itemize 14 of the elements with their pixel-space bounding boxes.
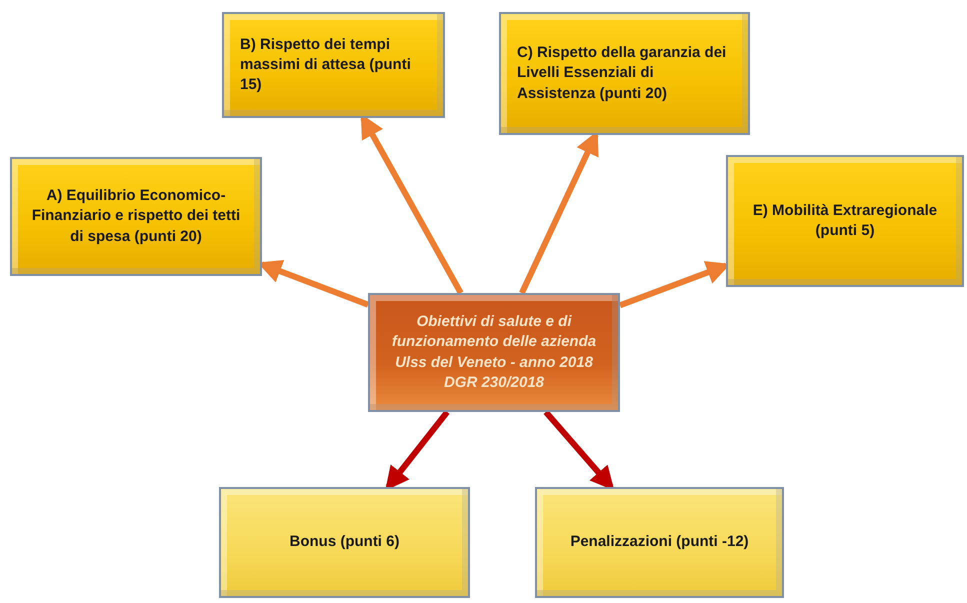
text-box xyxy=(368,293,620,412)
text-box xyxy=(10,157,262,276)
text-box xyxy=(535,487,784,598)
text-box xyxy=(726,155,964,287)
box-label: C) Rispetto della garanzia dei Livelli Essenziali di Assistenza (punti 20) xyxy=(517,43,728,104)
box-label: Penalizzazioni (punti -12) xyxy=(570,532,749,552)
text-box xyxy=(499,12,750,135)
box-label: B) Rispetto dei tempi massimi di attesa (punti 15) xyxy=(240,34,412,96)
box-label: Obiettivi di salute e di funzionamento delle azienda Ulss del Veneto - anno 2018 DGR 230/2018 xyxy=(390,312,598,393)
text-box xyxy=(222,12,445,118)
text-box xyxy=(219,487,470,598)
box-label: Bonus (punti 6) xyxy=(290,532,400,552)
box-label: E) Mobilità Extraregionale (punti 5) xyxy=(752,200,938,241)
box-label: A) Equilibrio Economico-Finanziario e rispetto dei tetti di spesa (punti 20) xyxy=(30,186,242,247)
